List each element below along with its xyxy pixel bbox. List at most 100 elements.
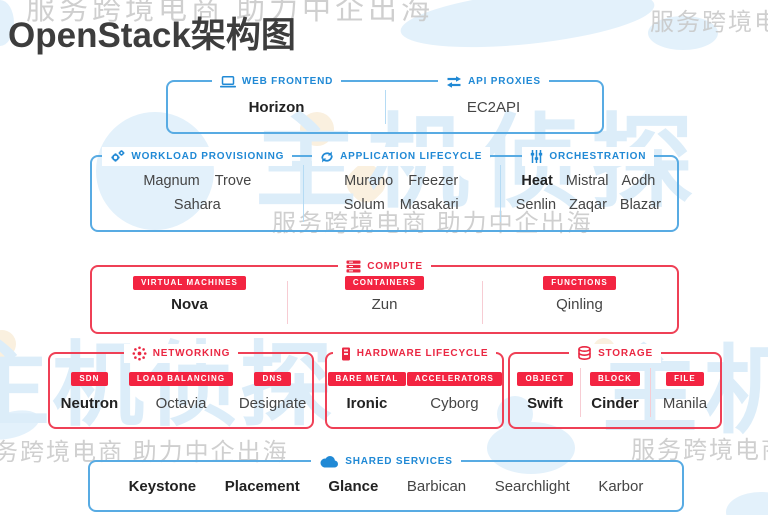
service-searchlight: Searchlight [494, 477, 570, 495]
service-senlin: Senlin [515, 197, 557, 213]
page-title: OpenStack架构图 [8, 16, 296, 55]
service-horizon: Horizon [248, 98, 305, 116]
watermark-blob [487, 422, 575, 474]
sdn-badge: SDN [71, 372, 108, 386]
divider [649, 368, 651, 417]
hardware-lifecycle-label: HARDWARE LIFECYCLE [356, 348, 489, 359]
hardware-lifecycle-group: HARDWARE LIFECYCLE BARE METAL Ironic ACC… [325, 344, 504, 429]
api-proxies-section: API PROXIES EC2API [385, 72, 602, 132]
service-ironic: Ironic [346, 395, 388, 412]
service-zun: Zun [371, 296, 398, 313]
accelerators-badge: ACCELERATORS [406, 372, 502, 386]
containers-badge: CONTAINERS [344, 276, 425, 290]
block-badge: BLOCK [590, 372, 640, 386]
server-stack-icon [346, 260, 361, 273]
service-trove: Trove [214, 173, 252, 189]
divider [499, 165, 501, 222]
service-keystone: Keystone [128, 477, 197, 495]
service-barbican: Barbican [406, 477, 467, 495]
divider [302, 165, 304, 222]
load-balancing-badge: LOAD BALANCING [128, 372, 234, 386]
service-cyborg: Cyborg [430, 395, 479, 412]
service-blazar: Blazar [619, 197, 662, 213]
accelerators-section: ACCELERATORS Cyborg [406, 354, 502, 427]
network-burst-icon [132, 346, 147, 361]
application-lifecycle-label: APPLICATION LIFECYCLE [340, 151, 483, 162]
divider [286, 281, 288, 324]
virtual-machines-badge: VIRTUAL MACHINES [132, 276, 246, 290]
watermark-blob [0, 0, 14, 46]
shared-services-group: SHARED SERVICES Keystone Placement Glanc… [88, 452, 684, 512]
service-designate: Designate [238, 395, 307, 412]
service-placement: Placement [224, 477, 300, 495]
service-heat: Heat [521, 173, 553, 189]
virtual-machines-section: VIRTUAL MACHINES Nova [92, 267, 287, 332]
bare-metal-badge: BARE METAL [327, 372, 407, 386]
service-ec2api: EC2API [466, 98, 521, 116]
functions-badge: FUNCTIONS [543, 276, 616, 290]
service-qinling: Qinling [556, 296, 603, 313]
networking-group: NETWORKING SDN Neutron LOAD BALANCING Oc… [48, 344, 314, 429]
object-section: OBJECT Swift [510, 354, 580, 427]
gears-icon [110, 150, 125, 163]
dns-badge: DNS [254, 372, 291, 386]
block-section: BLOCK Cinder [580, 354, 650, 427]
watermark-blob [726, 492, 768, 515]
file-badge: FILE [666, 372, 704, 386]
sliders-icon [530, 150, 543, 163]
networking-label: NETWORKING [152, 348, 231, 359]
service-octavia: Octavia [155, 395, 207, 412]
api-proxies-label: API PROXIES [468, 76, 541, 87]
bare-metal-section: BARE METAL Ironic [327, 354, 407, 427]
load-balancing-section: LOAD BALANCING Octavia [128, 354, 234, 427]
application-lifecycle-section: APPLICATION LIFECYCLE Murano Freezer Sol… [303, 147, 500, 230]
web-frontend-label: WEB FRONTEND [241, 76, 334, 87]
service-solum: Solum [343, 197, 385, 213]
watermark-blob [96, 112, 214, 230]
divider [385, 90, 386, 124]
watermark-blob [0, 404, 43, 446]
watermark-blob [300, 112, 334, 146]
storage-label: STORAGE [598, 348, 653, 359]
service-swift: Swift [527, 395, 563, 412]
cycle-icon [320, 151, 334, 163]
sdn-section: SDN Neutron [50, 354, 129, 427]
service-mistral: Mistral [565, 173, 609, 189]
service-sahara: Sahara [173, 197, 221, 213]
containers-section: CONTAINERS Zun [287, 267, 482, 332]
watermark-blob [0, 330, 16, 358]
shared-services-label: SHARED SERVICES [345, 456, 453, 467]
service-glance: Glance [328, 477, 379, 495]
service-aodh: Aodh [621, 173, 656, 189]
compute-group: COMPUTE VIRTUAL MACHINES Nova CONTAINERS… [90, 257, 679, 334]
swap-arrows-icon [446, 75, 462, 88]
workload-provisioning-label: WORKLOAD PROVISIONING [131, 151, 285, 162]
service-freezer: Freezer [408, 173, 459, 189]
watermark-blob [648, 16, 718, 50]
cloud-icon [319, 455, 339, 468]
workload-provisioning-section: WORKLOAD PROVISIONING Magnum Trove Sahar… [92, 147, 303, 230]
service-magnum: Magnum [143, 173, 200, 189]
functions-section: FUNCTIONS Qinling [482, 267, 677, 332]
service-manila: Manila [662, 395, 708, 412]
provisioning-group: WORKLOAD PROVISIONING Magnum Trove Sahar… [90, 147, 679, 232]
frontend-api-group: WEB FRONTEND Horizon API PROXIES EC2API [166, 72, 604, 134]
service-murano: Murano [344, 173, 394, 189]
service-masakari: Masakari [399, 197, 459, 213]
database-icon [577, 346, 592, 361]
orchestration-section: ORCHESTRATION Heat Mistral Aodh Senlin Z… [500, 147, 677, 230]
service-nova: Nova [171, 296, 208, 313]
service-karbor: Karbor [598, 477, 644, 495]
orchestration-label: ORCHESTRATION [549, 151, 647, 162]
chip-icon [341, 347, 351, 361]
file-section: FILE Manila [650, 354, 720, 427]
dns-section: DNS Designate [233, 354, 312, 427]
web-frontend-section: WEB FRONTEND Horizon [168, 72, 385, 132]
object-badge: OBJECT [517, 372, 573, 386]
compute-label: COMPUTE [367, 261, 423, 272]
storage-group: STORAGE OBJECT Swift BLOCK Cinder FILE M… [508, 344, 722, 429]
service-zaqar: Zaqar [569, 197, 607, 213]
divider [579, 368, 581, 417]
service-neutron: Neutron [60, 395, 119, 412]
